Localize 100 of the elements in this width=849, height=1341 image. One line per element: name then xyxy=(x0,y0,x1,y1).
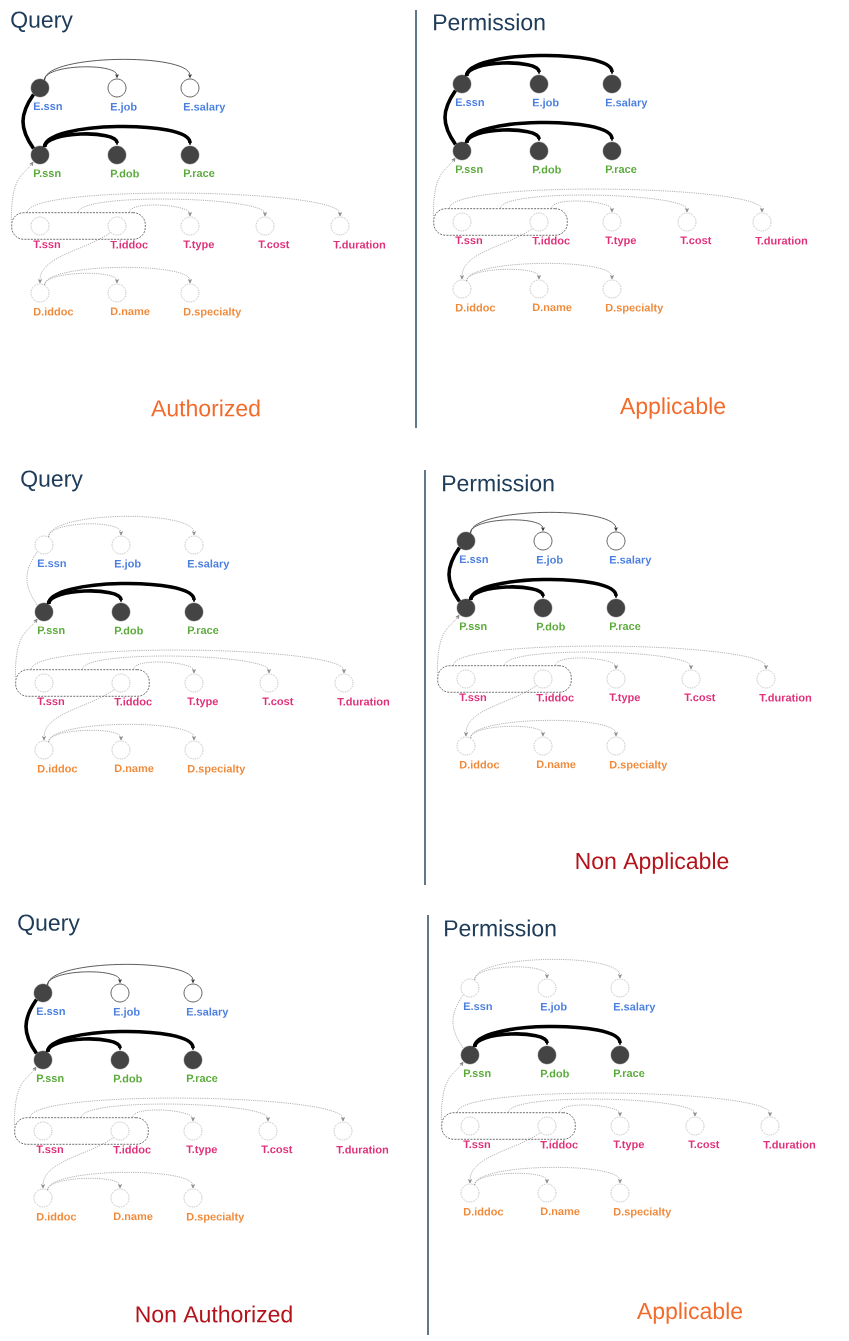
attribute-node: E.salary xyxy=(606,531,652,566)
node-label: T.cost xyxy=(262,697,294,706)
node-label: P.dob xyxy=(536,622,565,631)
arrow xyxy=(470,726,545,739)
attribute-node: P.race xyxy=(610,1045,645,1078)
panel-title: Query xyxy=(18,914,80,936)
arrow xyxy=(31,649,346,674)
node-label: P.race xyxy=(613,1069,645,1078)
node-label: E.salary xyxy=(187,559,230,570)
attribute-node: D.iddoc xyxy=(456,736,500,769)
arrow xyxy=(47,1172,195,1191)
arrow xyxy=(46,581,196,605)
node-label: D.iddoc xyxy=(455,303,496,312)
attribute-node: T.iddoc xyxy=(110,1121,151,1154)
group-box xyxy=(15,669,150,697)
attribute-node: P.ssn xyxy=(460,1045,491,1078)
attribute-node: E.job xyxy=(111,535,141,570)
node-label: T.duration xyxy=(333,240,386,249)
node-label: E.ssn xyxy=(33,102,62,111)
node-label: D.name xyxy=(536,760,576,769)
node-label: P.ssn xyxy=(36,1074,64,1083)
attribute-node: E.job xyxy=(529,74,559,109)
attribute-node: T.duration xyxy=(334,673,390,706)
attribute-node: P.ssn xyxy=(30,145,61,178)
arrow xyxy=(466,263,614,282)
node-label: P.dob xyxy=(540,1069,569,1078)
node-label: T.iddoc xyxy=(532,236,570,245)
status-label: Authorized xyxy=(151,399,260,417)
attribute-node: T.cost xyxy=(259,673,294,706)
node-label: E.job xyxy=(536,555,563,566)
node-label: T.ssn xyxy=(33,240,61,249)
arrow xyxy=(559,1104,622,1117)
arrow xyxy=(133,661,196,674)
node-label: P.race xyxy=(609,622,641,631)
arrow xyxy=(132,1109,195,1122)
node-label: D.iddoc xyxy=(459,760,500,769)
attribute-node: T.duration xyxy=(756,669,812,702)
attribute-node: T.cost xyxy=(681,669,716,702)
node-label: D.iddoc xyxy=(463,1207,504,1216)
node-label: T.cost xyxy=(684,693,716,702)
arrow xyxy=(504,651,693,670)
node-label: T.cost xyxy=(680,236,712,245)
arrow xyxy=(555,657,618,670)
panel-title: Permission xyxy=(445,919,556,937)
node-label: T.iddoc xyxy=(110,240,148,249)
attribute-node: T.cost xyxy=(685,1116,720,1149)
status-label: Applicable xyxy=(637,1302,743,1324)
attribute-node: T.iddoc xyxy=(533,669,574,702)
arrow xyxy=(30,1097,345,1122)
attribute-node: T.cost xyxy=(255,216,290,249)
panel-title: Permission xyxy=(434,13,545,31)
node-label: D.name xyxy=(110,307,150,316)
node-label: T.cost xyxy=(258,240,290,249)
attribute-node: T.cost xyxy=(258,1121,293,1154)
arrow xyxy=(470,519,545,534)
arrow xyxy=(14,1066,37,1126)
node-label: D.specialty xyxy=(186,1212,245,1223)
attribute-node: T.cost xyxy=(677,212,712,245)
arrow xyxy=(41,1137,114,1189)
group-box xyxy=(433,208,568,236)
attribute-node: T.duration xyxy=(333,1121,389,1154)
arrow xyxy=(474,959,622,981)
arrow xyxy=(42,689,115,741)
node-label: T.iddoc xyxy=(540,1140,578,1149)
arrow xyxy=(27,192,342,217)
arrow xyxy=(48,724,196,743)
status-label: Applicable xyxy=(620,397,726,419)
arrow xyxy=(474,1173,549,1186)
node-label: P.ssn xyxy=(463,1069,491,1078)
node-label: T.ssn xyxy=(459,693,487,702)
node-label: T.duration xyxy=(337,697,390,706)
attribute-node: D.specialty xyxy=(602,279,664,314)
arrow xyxy=(465,120,614,144)
attribute-node: T.type xyxy=(610,1116,644,1151)
attribute-node: T.ssn xyxy=(456,669,487,702)
attribute-node: D.name xyxy=(533,736,576,769)
attribute-node: D.name xyxy=(107,283,150,316)
node-label: P.dob xyxy=(113,1074,142,1083)
attribute-node: T.ssn xyxy=(460,1116,491,1149)
node-label: D.name xyxy=(113,1212,153,1221)
node-label: T.ssn xyxy=(455,236,483,245)
arrow xyxy=(38,232,111,284)
arrow xyxy=(465,53,614,77)
node-label: D.specialty xyxy=(183,307,242,318)
attribute-node: E.job xyxy=(110,983,140,1018)
attribute-node: T.type xyxy=(183,1121,217,1156)
node-label: T.iddoc xyxy=(113,1145,151,1154)
attribute-node: E.salary xyxy=(610,978,656,1013)
arrow xyxy=(508,1098,697,1117)
panel-title: Query xyxy=(11,11,73,33)
attribute-node: D.iddoc xyxy=(34,740,78,773)
attribute-node: T.iddoc xyxy=(111,673,152,706)
attribute-node: P.dob xyxy=(537,1045,569,1078)
attribute-node: D.iddoc xyxy=(30,283,74,316)
node-label: D.name xyxy=(540,1207,580,1216)
arrow xyxy=(437,614,460,674)
attribute-node: T.type xyxy=(602,212,636,247)
arrow xyxy=(468,577,618,601)
attribute-node: P.dob xyxy=(107,145,139,178)
node-label: P.ssn xyxy=(33,169,61,178)
